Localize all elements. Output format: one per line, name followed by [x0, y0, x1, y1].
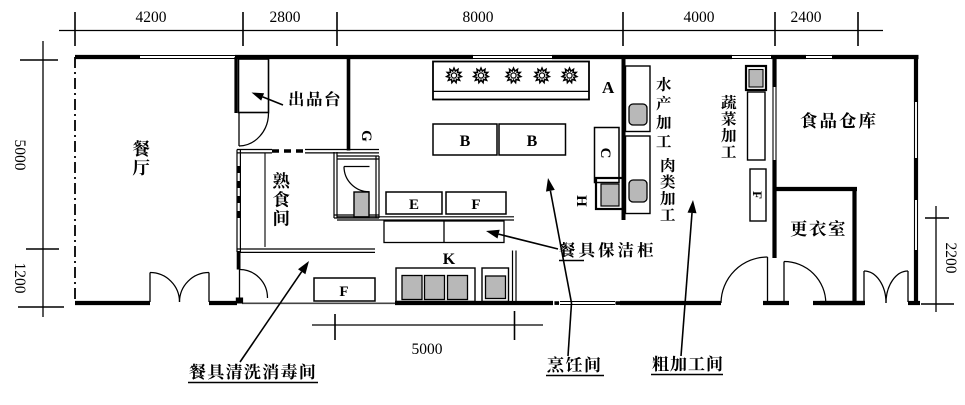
svg-text:8000: 8000 [463, 9, 494, 26]
svg-text:5000: 5000 [412, 341, 443, 358]
svg-text:5000: 5000 [11, 140, 28, 171]
svg-text:B: B [527, 133, 538, 150]
svg-text:2400: 2400 [791, 9, 822, 26]
svg-text:F: F [339, 284, 348, 300]
svg-text:E: E [409, 197, 419, 213]
svg-text:A: A [602, 78, 615, 97]
svg-text:F: F [750, 191, 765, 199]
svg-text:K: K [443, 251, 456, 268]
svg-text:B: B [460, 133, 471, 150]
svg-text:4200: 4200 [136, 9, 167, 26]
svg-text:2200: 2200 [942, 243, 959, 274]
svg-text:H: H [573, 195, 589, 207]
svg-text:2800: 2800 [270, 9, 301, 26]
svg-text:C: C [597, 148, 613, 159]
svg-text:G: G [358, 130, 374, 142]
svg-text:4000: 4000 [684, 9, 715, 26]
svg-text:F: F [471, 197, 480, 213]
svg-text:1200: 1200 [11, 263, 28, 294]
